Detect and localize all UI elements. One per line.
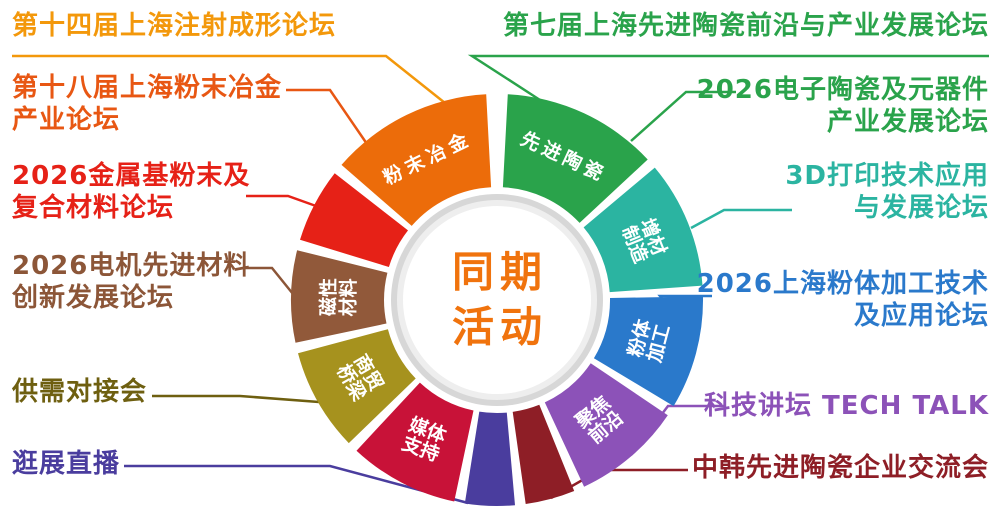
connector-right-2 [630,90,736,142]
segment-powder-processing [593,296,704,407]
segment-trade-bridge [298,329,416,444]
callout-powder-metallurgy-industry-forum: 第十八届上海粉末冶金 产业论坛 [12,72,282,136]
callout-line: 第十四届上海注射成形论坛 [12,11,337,41]
callout-advanced-ceramics-forum: 第七届上海先进陶瓷前沿与产业发展论坛 [503,10,989,42]
center-title: 同期 活动 [446,245,548,354]
center-title-line2: 活动 [451,302,549,351]
segment-metal-based-powder [300,173,408,267]
callout-line: 中韩先进陶瓷企业交流会 [691,453,989,483]
connector-right-1 [467,54,989,102]
callout-line: 3D打印技术应用 [785,161,989,191]
segment-live-stream [464,411,515,507]
callout-motor-materials-forum: 2026电机先进材料 创新发展论坛 [12,250,250,314]
connector-right-3 [690,208,792,230]
callout-electronic-ceramics-forum: 2026电子陶瓷及元器件 产业发展论坛 [697,74,989,138]
segment-media-support [356,382,474,502]
callout-powder-processing-forum: 2026上海粉体加工技术 及应用论坛 [697,268,989,332]
callout-line: 第十八届上海粉末冶金 [12,73,283,103]
callout-line: 与发展论坛 [853,193,989,223]
callout-china-korea-exchange: 中韩先进陶瓷企业交流会 [692,452,989,484]
callout-line: 逛展直播 [12,449,121,479]
center-disc [403,206,591,394]
callout-injection-molding-forum: 第十四届上海注射成形论坛 [12,10,336,42]
connector-left-5 [152,394,320,404]
center-title-line1: 同期 [451,247,549,297]
callout-line: 供需对接会 [12,377,148,407]
callout-line: 产业论坛 [12,105,121,135]
callout-supply-demand-meeting: 供需对接会 [12,376,147,408]
callout-line: 2026金属基粉末及 [12,161,251,191]
connector-left-4 [244,266,294,295]
callout-line: 2026电子陶瓷及元器件 [696,75,989,105]
callout-line: 2026上海粉体加工技术 [696,269,989,299]
callout-line: 第七届上海先进陶瓷前沿与产业发展论坛 [502,11,989,41]
segment-additive-manufacturing [583,167,703,293]
callout-line: 产业发展论坛 [826,107,989,137]
connector-left-1 [12,54,446,104]
segment-label-magnetic-materials: 磁性材料 [316,278,360,317]
callout-line: 复合材料论坛 [12,193,175,223]
callout-3d-printing-forum: 3D打印技术应用 与发展论坛 [785,160,989,224]
callout-live-stream: 逛展直播 [12,448,120,480]
segment-advanced-ceramics [502,94,648,223]
callout-tech-talk: 科技讲坛 TECH TALK [704,390,989,422]
callout-metal-based-powder-forum: 2026金属基粉末及 复合材料论坛 [12,160,250,224]
callout-line: 科技讲坛 TECH TALK [704,391,989,421]
callout-line: 创新发展论坛 [12,283,175,313]
segment-powder-metallurgy [341,94,492,226]
connector-right-6 [550,468,688,500]
connector-left-3 [246,194,317,208]
segment-frontier-focus [544,363,668,487]
callout-line: 及应用论坛 [853,301,989,331]
callout-line: 2026电机先进材料 [12,251,251,281]
callout-connectors [12,54,989,505]
segment-magnetic-materials [290,250,388,343]
connector-left-2 [286,88,369,145]
segment-korea-exchange [512,404,575,504]
